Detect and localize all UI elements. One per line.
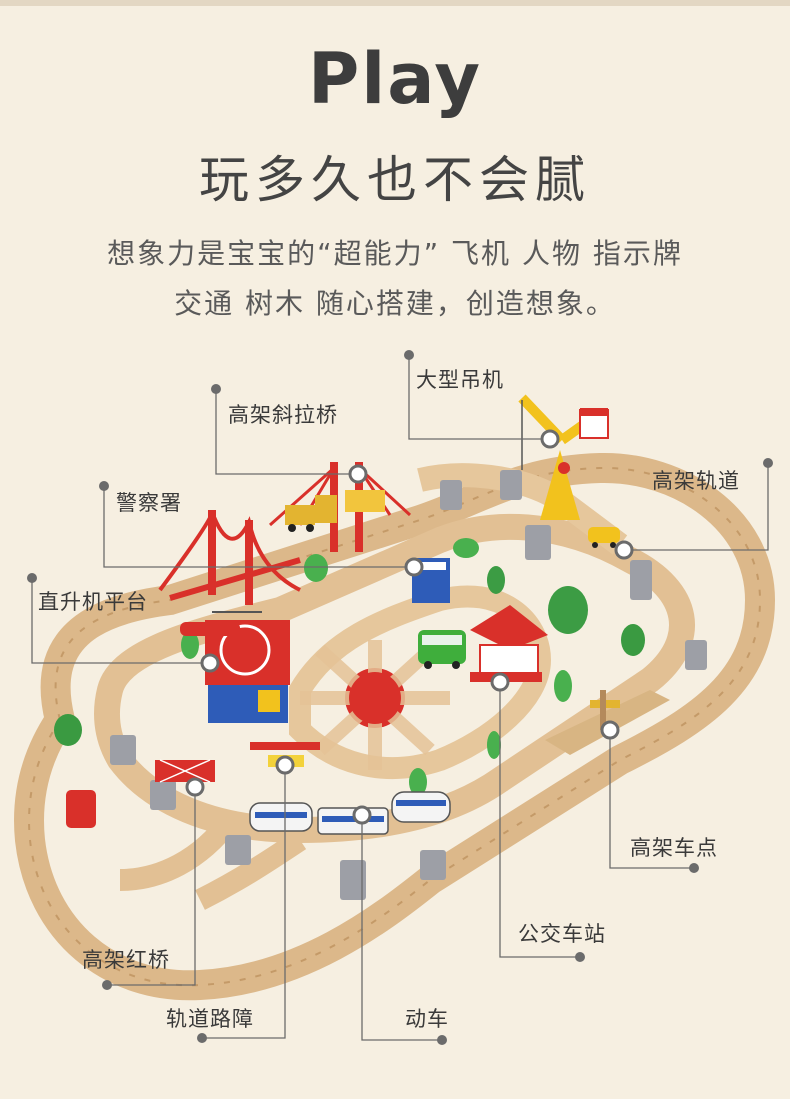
callout-label-elevated-stop: 高架车点 <box>630 836 718 860</box>
callout-label-police-station: 警察署 <box>116 491 182 515</box>
crane <box>518 394 609 520</box>
callout-label-elevated-track: 高架轨道 <box>652 469 740 493</box>
callout-label-red-bridge: 高架红桥 <box>82 948 170 972</box>
train-set-illustration <box>14 350 776 1045</box>
green-bus <box>418 630 466 669</box>
callout-label-helipad: 直升机平台 <box>38 590 148 614</box>
callout-label-cable-bridge: 高架斜拉桥 <box>228 403 338 427</box>
red-bridge-segment <box>155 759 215 783</box>
callout-label-bullet-train: 动车 <box>405 1007 449 1031</box>
callout-label-bus-station: 公交车站 <box>518 922 606 946</box>
callout-label-crane: 大型吊机 <box>416 368 504 392</box>
suspension-bridge <box>158 510 301 605</box>
yellow-car <box>588 527 620 548</box>
page-subtitle: 玩多久也不会腻 <box>199 151 591 209</box>
callout-label-barrier: 轨道路障 <box>166 1007 254 1031</box>
turntable <box>300 640 450 770</box>
trees <box>54 538 645 796</box>
callout-markers <box>27 350 773 1045</box>
callout-lines <box>31 355 769 1041</box>
description-line-2: 交通 树木 随心搭建，创造想象。 <box>174 287 616 320</box>
description-line-1: 想象力是宝宝的“超能力” 飞机 人物 指示牌 <box>107 237 683 270</box>
helipad-building <box>180 611 290 723</box>
track-supports <box>110 470 707 900</box>
red-car <box>66 790 96 828</box>
top-border <box>0 0 790 6</box>
track-outer-loop <box>14 452 776 1001</box>
page-title: Play <box>307 38 482 120</box>
